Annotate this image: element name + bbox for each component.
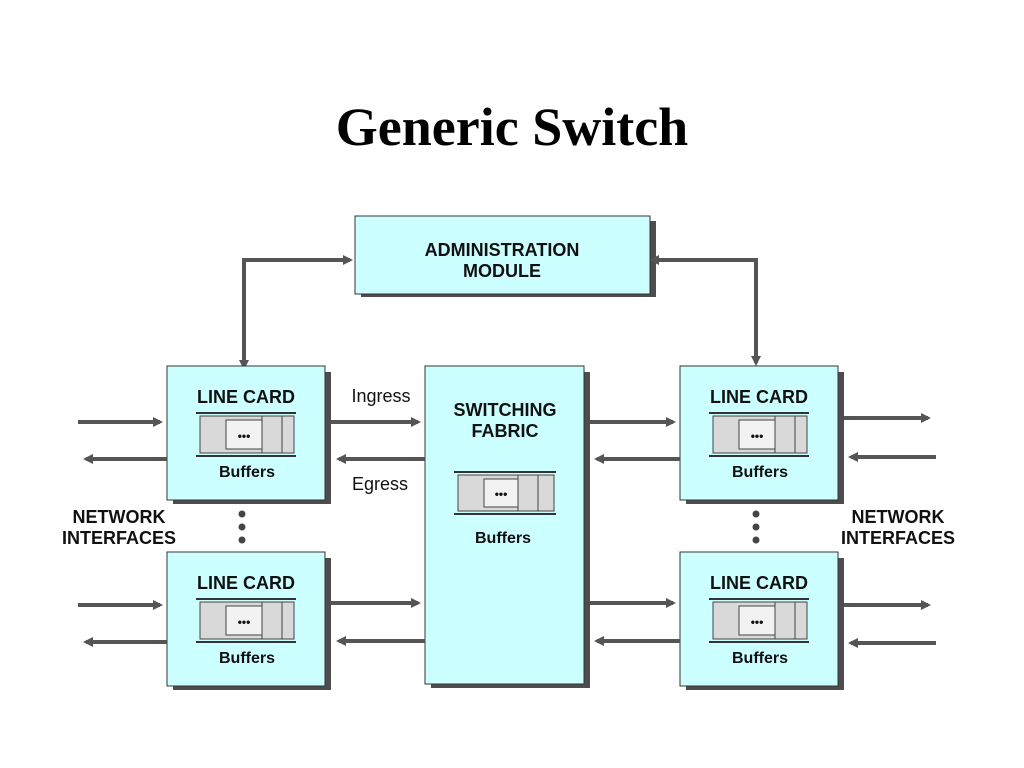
administration-module: ADMINISTRATION MODULE: [354, 215, 656, 297]
fabric-buffer-icon: •••: [454, 471, 556, 515]
switching-fabric-label-line2: FABRIC: [472, 421, 539, 441]
right-vertical-ellipsis: [752, 510, 760, 544]
fabric-buffer-dots: •••: [495, 487, 508, 501]
left-fabric-arrows: [331, 417, 425, 646]
line-card-buffers-label: Buffers: [732, 650, 788, 667]
page-title: Generic Switch: [335, 97, 689, 157]
line-card-buffer-icon: •••: [709, 598, 809, 643]
switching-fabric: SWITCHING FABRIC ••• Buffers: [424, 365, 590, 688]
network-interfaces-right-line2: INTERFACES: [841, 528, 955, 548]
line-card-buffers-label: Buffers: [732, 464, 788, 481]
line-card-buffer-icon: •••: [709, 412, 809, 457]
line-card-label: LINE CARD: [197, 573, 295, 593]
ingress-label: Ingress: [351, 386, 410, 406]
right-fabric-arrows: [590, 417, 680, 646]
admin-module-label-line2: MODULE: [463, 261, 541, 281]
line-card-buffer-icon: •••: [196, 412, 296, 457]
right-network-arrows: [844, 413, 936, 648]
line-card-top-left: LINE CARD ••• Buffers: [166, 365, 331, 504]
admin-module-label-line1: ADMINISTRATION: [425, 240, 580, 260]
left-network-arrows: [78, 417, 167, 647]
network-interfaces-left-line2: INTERFACES: [62, 528, 176, 548]
admin-connection-left: [239, 255, 353, 370]
line-card-bottom-right: LINE CARD ••• Buffers: [679, 551, 844, 690]
line-card-label: LINE CARD: [710, 387, 808, 407]
line-card-label: LINE CARD: [197, 387, 295, 407]
line-card-buffer-dots: •••: [238, 615, 251, 629]
fabric-buffers-label: Buffers: [475, 530, 531, 547]
network-interfaces-right-line1: NETWORK: [852, 507, 945, 527]
line-card-buffers-label: Buffers: [219, 464, 275, 481]
admin-connection-right: [649, 255, 761, 366]
left-vertical-ellipsis: [238, 510, 246, 544]
line-card-label: LINE CARD: [710, 573, 808, 593]
line-card-buffer-dots: •••: [751, 429, 764, 443]
line-card-buffer-dots: •••: [238, 429, 251, 443]
line-card-buffer-icon: •••: [196, 598, 296, 643]
line-card-top-right: LINE CARD ••• Buffers: [679, 365, 844, 504]
line-card-bottom-left: LINE CARD ••• Buffers: [166, 551, 331, 690]
line-card-buffers-label: Buffers: [219, 650, 275, 667]
network-interfaces-left-line1: NETWORK: [73, 507, 166, 527]
line-card-buffer-dots: •••: [751, 615, 764, 629]
egress-label: Egress: [352, 474, 408, 494]
switching-fabric-label-line1: SWITCHING: [454, 400, 557, 420]
